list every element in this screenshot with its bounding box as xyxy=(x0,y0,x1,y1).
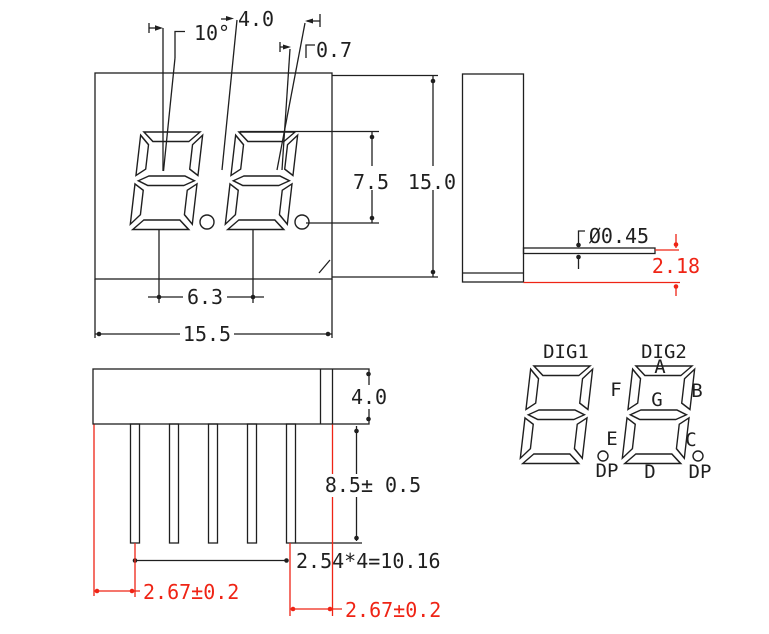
dim-lead-offset-lines xyxy=(523,234,680,296)
bottom-view: 4.0 8.5± 0.5 2.54*4=10.16 2.67±0.2 2.67±… xyxy=(92,368,441,622)
package-outline xyxy=(94,72,333,280)
dim-pin-diameter-lines xyxy=(576,230,585,269)
dim-overhang-lines xyxy=(93,424,342,616)
diagram-digit-2 xyxy=(620,365,696,465)
pin-5 xyxy=(285,423,297,544)
diagram-digit-1 xyxy=(518,365,594,465)
dim-slant-angle-leaders xyxy=(148,23,185,172)
dim-digit-width: 4.0 xyxy=(238,7,274,31)
front-digit-2 xyxy=(223,131,299,231)
front-view: 10° 4.0 0.7 7.5 15.0 6.3 15.5 xyxy=(94,7,461,346)
dim-pin-length: 8.5± 0.5 xyxy=(325,473,421,497)
dim-pin-pitch-lines xyxy=(132,558,289,563)
dim-segment-width: 0.7 xyxy=(316,38,352,62)
label-seg-e: E xyxy=(606,428,617,450)
label-seg-c: C xyxy=(685,429,696,451)
dim-digit-width-leaders xyxy=(221,14,321,171)
dim-overall-height: 15.0 xyxy=(408,170,456,194)
dim-lead-offset: 2.18 xyxy=(652,254,700,278)
pin-4 xyxy=(246,423,258,544)
dim-body-thickness-lines xyxy=(366,371,371,422)
diagram-dp-2 xyxy=(692,450,704,462)
dim-pin-pitch: 2.54*4=10.16 xyxy=(296,549,441,573)
label-dp-right: DP xyxy=(689,461,712,483)
side-lead-pin xyxy=(522,247,656,255)
pin-3 xyxy=(207,423,219,544)
dim-segment-width-leaders xyxy=(279,42,315,171)
segment-diagram: DIG1 DIG2 A F G B E C D DP DP xyxy=(518,341,712,483)
label-seg-a: A xyxy=(654,356,666,378)
dim-body-thickness: 4.0 xyxy=(351,385,387,409)
dim-pin-diameter: Ø0.45 xyxy=(589,224,649,248)
label-seg-f: F xyxy=(610,379,621,401)
pin-2 xyxy=(168,423,180,544)
dim-digit-pitch: 6.3 xyxy=(187,285,223,309)
front-dp-1 xyxy=(199,214,215,230)
label-seg-d: D xyxy=(644,461,655,483)
label-dig1: DIG1 xyxy=(543,341,589,363)
side-view: Ø0.45 2.18 xyxy=(461,73,700,296)
dim-left-overhang: 2.67±0.2 xyxy=(143,580,239,604)
front-dp-2 xyxy=(294,214,310,230)
pin-1 xyxy=(129,423,141,544)
dim-overall-width: 15.5 xyxy=(183,322,231,346)
dim-right-overhang: 2.67±0.2 xyxy=(345,598,441,622)
dim-digit-height: 7.5 xyxy=(353,170,389,194)
dim-slant-angle: 10° xyxy=(194,21,230,45)
label-dp-left: DP xyxy=(596,460,619,482)
label-dig2: DIG2 xyxy=(641,341,687,363)
corner-chamfer-mark xyxy=(318,259,331,274)
bottom-body-outline xyxy=(92,368,370,425)
label-seg-g: G xyxy=(651,389,662,411)
label-seg-b: B xyxy=(691,380,702,402)
side-body-outline xyxy=(461,73,525,283)
diagram-dp-1 xyxy=(597,450,609,462)
